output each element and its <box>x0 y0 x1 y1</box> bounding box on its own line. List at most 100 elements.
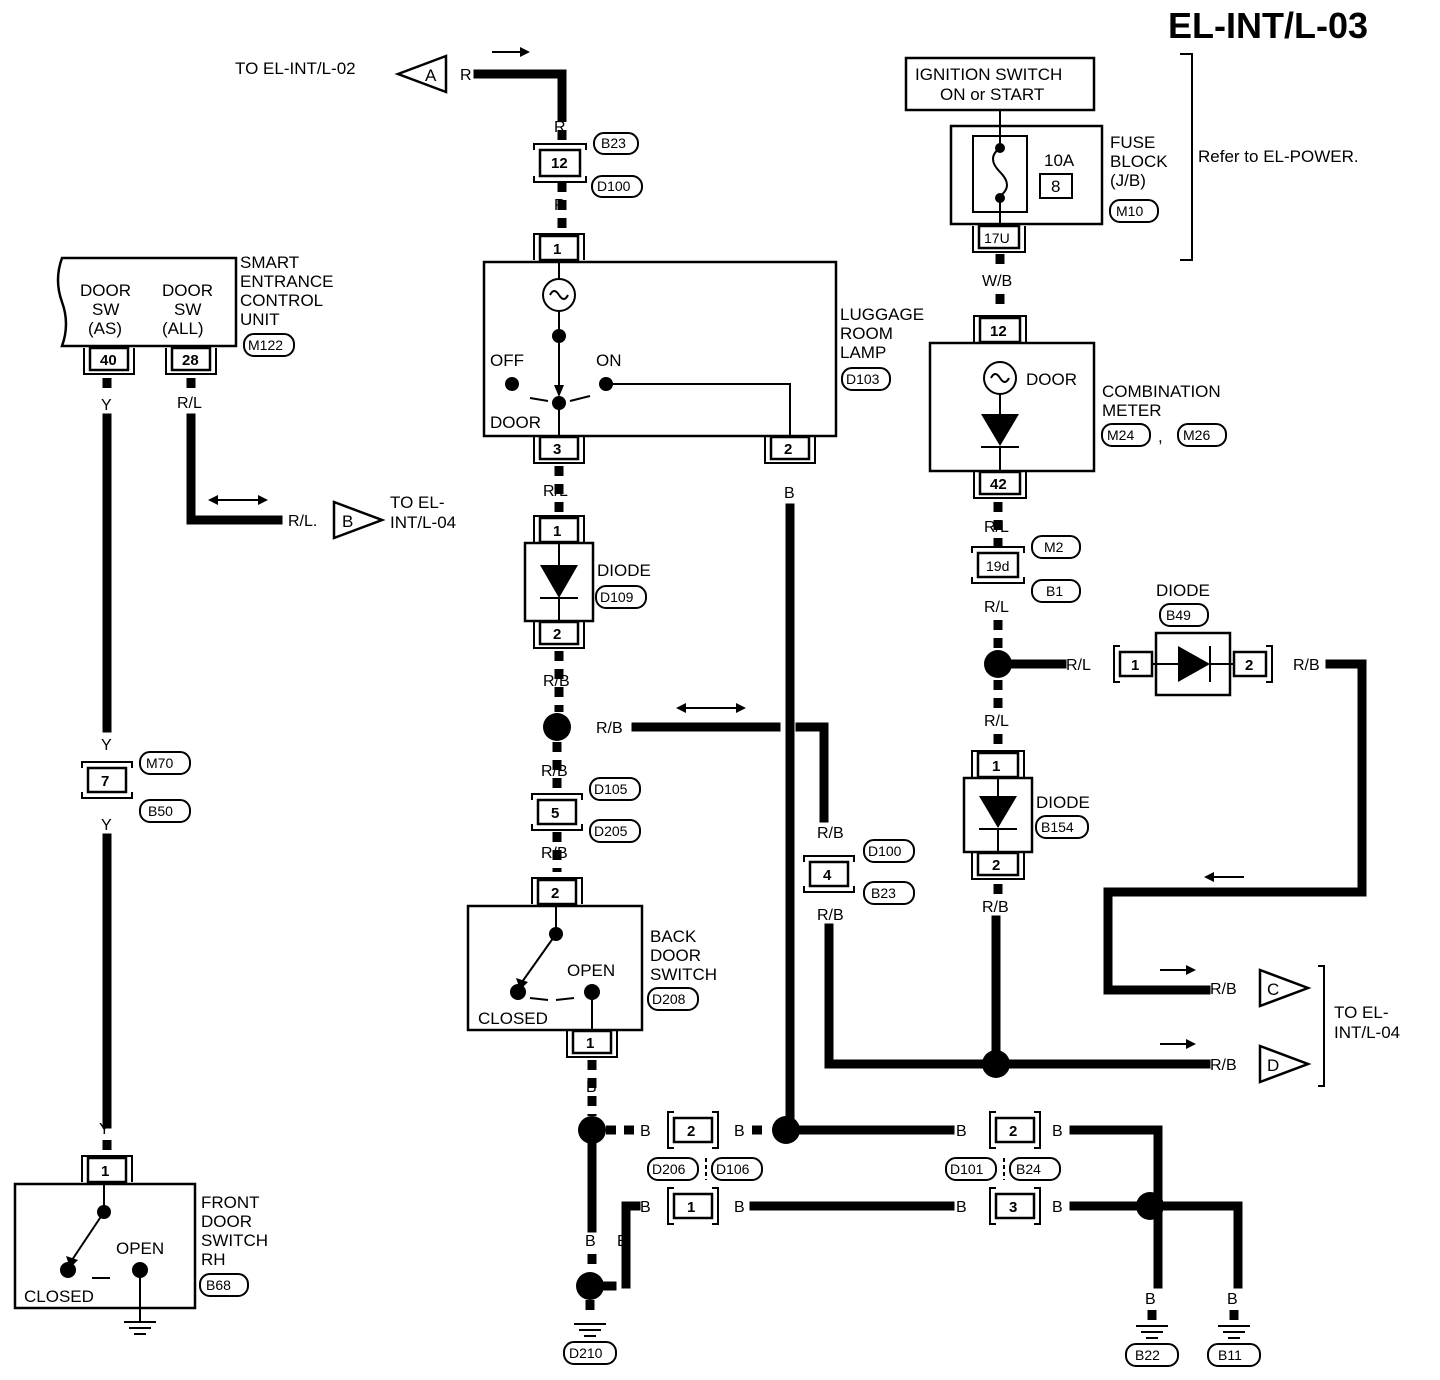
ref-d103: D103 <box>846 371 880 387</box>
diode-d109: 1 2 <box>523 515 595 649</box>
wire-label-y-4: Y <box>99 1121 110 1138</box>
ref-d101: D101 <box>950 1161 984 1177</box>
connector-d101-b24-3: 3 <box>989 1187 1041 1225</box>
ref-m26: M26 <box>1183 427 1210 443</box>
meter-label-1: COMBINATION <box>1102 382 1221 401</box>
arrow-b-label: B <box>342 512 353 531</box>
wire-label-b-6: B <box>734 1199 745 1216</box>
wire-label-b-backdoor: B <box>586 1079 597 1096</box>
connector-arrow-a <box>394 54 448 94</box>
svg-text:2: 2 <box>553 626 561 643</box>
svg-text:3: 3 <box>1009 1199 1017 1216</box>
wire-label-rl-dot: R/L. <box>288 513 317 530</box>
wire-label-rb-b154: R/B <box>982 899 1009 916</box>
ref-m2: M2 <box>1044 539 1064 555</box>
svg-text:2: 2 <box>784 441 792 458</box>
splice-b-4 <box>576 1272 604 1300</box>
diode-b154: 1 2 <box>962 750 1034 880</box>
svg-text:1: 1 <box>1131 657 1139 674</box>
svg-text:ON or START: ON or START <box>940 85 1044 104</box>
refer-el-power: Refer to EL-POWER. <box>1198 147 1359 166</box>
ignition-switch: IGNITION SWITCH ON or START <box>904 56 1096 112</box>
secu-label-4: UNIT <box>240 310 280 329</box>
diode-b154-name: DIODE <box>1036 793 1090 812</box>
svg-text:2: 2 <box>1009 1123 1017 1140</box>
svg-text:2: 2 <box>992 857 1000 874</box>
wire-label-b-2: B <box>734 1123 745 1140</box>
svg-text:12: 12 <box>551 155 568 172</box>
svg-text:SW: SW <box>174 300 201 319</box>
meter-comma: , <box>1158 427 1163 446</box>
ref-m70: M70 <box>146 755 173 771</box>
svg-text:IGNITION SWITCH: IGNITION SWITCH <box>915 65 1062 84</box>
backdoor-label-1: BACK <box>650 927 697 946</box>
connector-b23-d100: 12 <box>533 143 587 183</box>
secu-label-2: ENTRANCE <box>240 272 334 291</box>
ref-b49: B49 <box>1166 607 1191 623</box>
ref-d106: D106 <box>716 1161 750 1177</box>
connector-d100-b23: 4 <box>803 855 855 893</box>
wire-label-b-1: B <box>640 1123 651 1140</box>
svg-text:1: 1 <box>553 523 561 540</box>
svg-text:DOOR: DOOR <box>490 413 541 432</box>
svg-text:1: 1 <box>586 1035 594 1052</box>
back-door-switch: 2 OPEN CLOSED 1 <box>466 877 644 1058</box>
svg-text:DOOR: DOOR <box>162 281 213 300</box>
svg-text:OPEN: OPEN <box>116 1239 164 1258</box>
ref-d105: D105 <box>594 781 628 797</box>
svg-text:3: 3 <box>553 441 561 458</box>
ref-d109: D109 <box>600 589 634 605</box>
wire-label-b-10: B <box>617 1233 628 1250</box>
svg-text:DOOR: DOOR <box>1026 370 1077 389</box>
wire-label-rl-lamp: R/L <box>543 483 568 500</box>
ref-d100-mid: D100 <box>868 843 902 859</box>
ref-b50: B50 <box>148 803 173 819</box>
connector-d101-b24-2: 2 <box>989 1111 1041 1149</box>
to-el-int-l-04-cd-1: TO EL- <box>1334 1003 1388 1022</box>
ref-b1: B1 <box>1046 583 1063 599</box>
ref-d205: D205 <box>594 823 628 839</box>
svg-text:2: 2 <box>687 1123 695 1140</box>
frontdoor-label-3: SWITCH <box>201 1231 268 1250</box>
svg-text:CLOSED: CLOSED <box>478 1009 548 1028</box>
ground-d210: D210 <box>563 1323 617 1365</box>
svg-text:2: 2 <box>551 885 559 902</box>
svg-text:B11: B11 <box>1218 1347 1242 1363</box>
wire-label-r-top: R <box>460 67 472 84</box>
secu-label-1: SMART <box>240 253 299 272</box>
splice-rb-left <box>543 713 571 741</box>
refer-bracket <box>1180 53 1193 261</box>
backdoor-label-2: DOOR <box>650 946 701 965</box>
fuse-label-3: (J/B) <box>1110 171 1146 190</box>
svg-text:12: 12 <box>990 323 1007 340</box>
connector-d206-d106-1: 1 <box>667 1187 719 1225</box>
ref-b23-mid: B23 <box>871 885 896 901</box>
svg-text:CLOSED: CLOSED <box>24 1287 94 1306</box>
svg-text:42: 42 <box>990 476 1007 493</box>
ref-d206: D206 <box>652 1161 686 1177</box>
wire-label-rl-meter: R/L <box>984 519 1009 536</box>
connector-d206-d106-2: 2 <box>667 1111 719 1149</box>
svg-text:5: 5 <box>551 805 559 822</box>
svg-text:7: 7 <box>101 773 109 790</box>
wire-label-y-1: Y <box>101 397 112 414</box>
svg-text:(AS): (AS) <box>88 319 122 338</box>
wire-label-b-4: B <box>1052 1123 1063 1140</box>
to-cd-bracket <box>1318 965 1325 1087</box>
fuse-block: 10A 8 17U <box>949 124 1104 253</box>
to-el-int-l-04-cd-2: INT/L-04 <box>1334 1023 1400 1042</box>
wire-label-rb-c: R/B <box>1210 981 1237 998</box>
svg-text:17U: 17U <box>984 230 1010 246</box>
wire-label-b-8: B <box>1052 1199 1063 1216</box>
wire-label-rb-6: R/B <box>817 907 844 924</box>
to-el-int-l-04-b-2: INT/L-04 <box>390 513 456 532</box>
to-el-int-l-02-label: TO EL-INT/L-02 <box>235 59 356 78</box>
diode-d109-name: DIODE <box>597 561 651 580</box>
front-door-switch-rh: 1 OPEN CLOSED <box>13 1155 197 1335</box>
ground-b22: B22 <box>1125 1325 1179 1367</box>
lamp-label-1: LUGGAGE <box>840 305 924 324</box>
wire-label-rb-b49: R/B <box>1293 657 1320 674</box>
wire-label-rb-splice: R/B <box>596 720 623 737</box>
wire-label-rb-3: R/B <box>541 763 568 780</box>
